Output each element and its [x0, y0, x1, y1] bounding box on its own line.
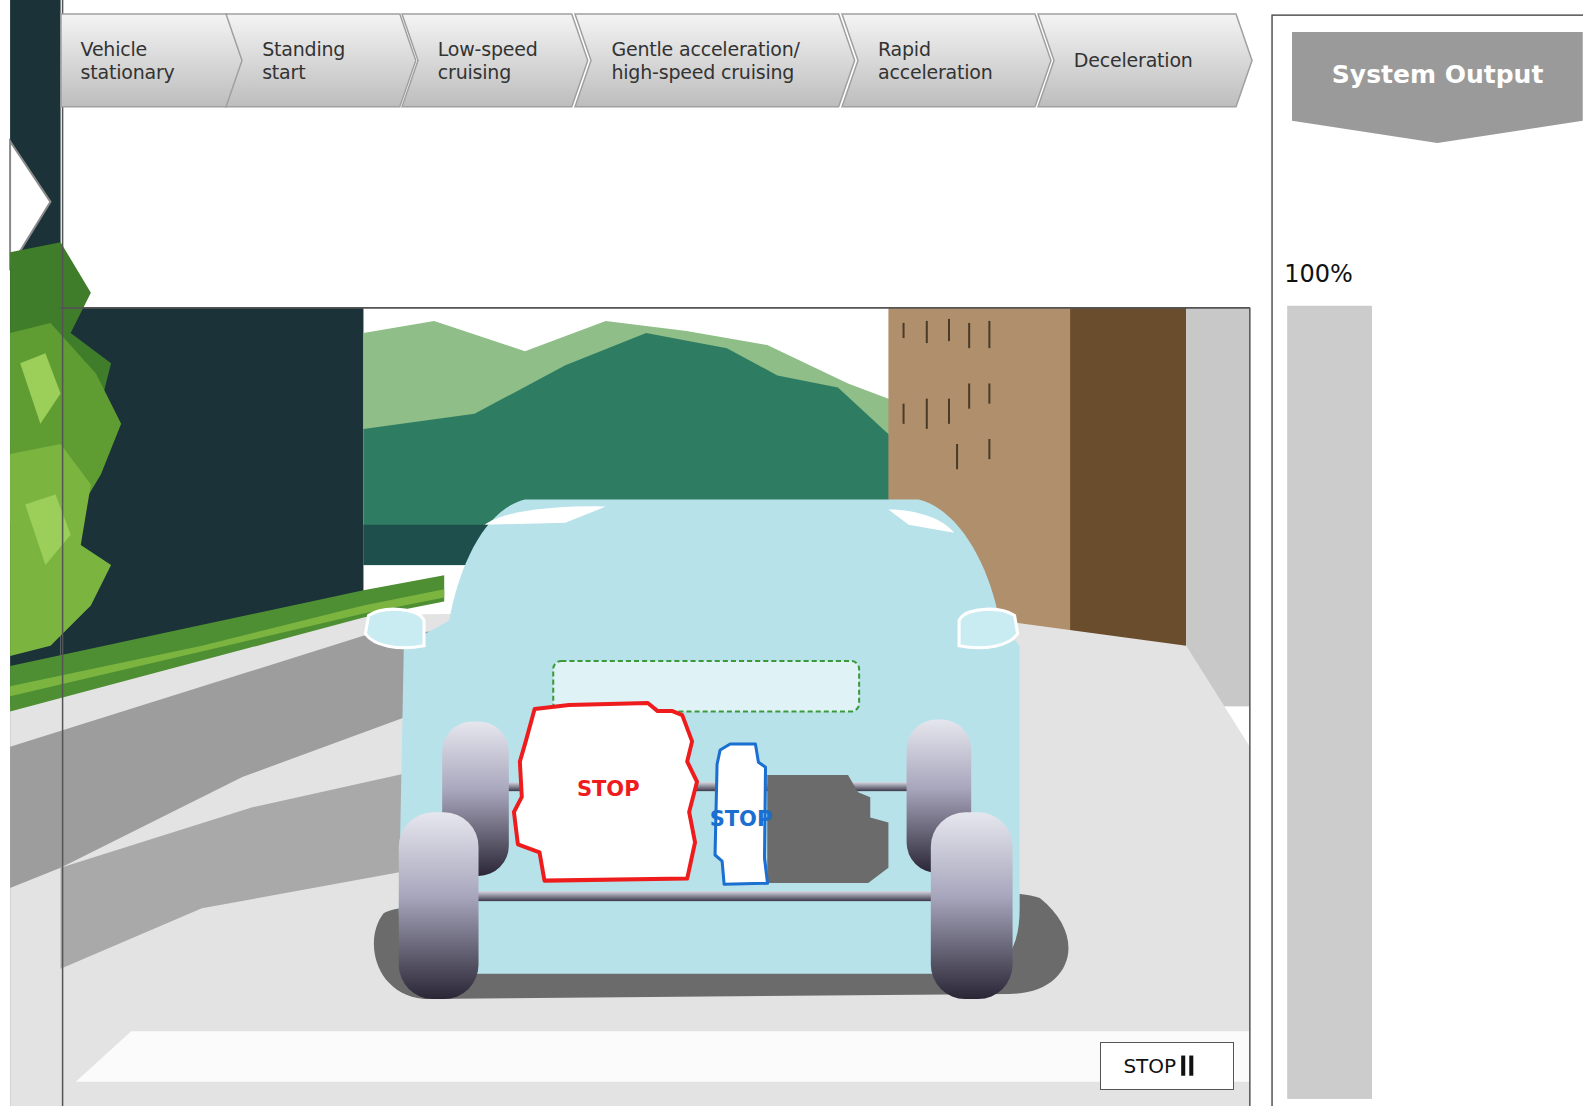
building-windows [968, 323, 970, 348]
output-panel [1272, 15, 1583, 1106]
stage-tab: Low-speed cruising [402, 14, 588, 107]
front-wheel [931, 812, 1013, 999]
building-windows [968, 383, 970, 408]
building-windows [903, 323, 905, 338]
hedge-highlight [10, 589, 444, 696]
side-mirror [959, 609, 1018, 648]
button-face [1100, 1042, 1233, 1089]
scene-border [1249, 308, 1251, 1106]
crosswalk-stripe [76, 1031, 1250, 1081]
tree-highlight [25, 494, 70, 565]
stage-tab: Vehicle stationary [61, 14, 243, 107]
tab-chevron [1038, 14, 1252, 107]
status-text: STOP [577, 777, 640, 801]
tree-leaves [10, 444, 111, 656]
tab-label: Gentle acceleration/ high-speed cruising [611, 38, 846, 84]
tab-label: Standing start [262, 38, 382, 84]
tab-label: Rapid acceleration [878, 38, 1038, 84]
status-text: STOP [710, 807, 773, 831]
output-bar [1287, 306, 1372, 1099]
building-windows [904, 319, 990, 469]
stage-tab: Rapid acceleration [842, 14, 1051, 107]
tab-chevron [61, 14, 243, 107]
building-windows [948, 399, 950, 424]
stage-tab: Standing start [226, 14, 416, 107]
tab-shape [226, 14, 416, 107]
tab-label: Vehicle stationary [81, 38, 211, 84]
scene-border [62, 0, 64, 1106]
motor-part: STOP [710, 742, 773, 888]
tab-chevron [402, 14, 588, 107]
scene-border [61, 307, 1250, 309]
hedge [10, 575, 444, 711]
engine-part: STOP [510, 701, 707, 888]
car [365, 500, 1019, 1000]
building-windows [926, 399, 928, 429]
battery [767, 775, 888, 883]
building-windows [988, 321, 990, 348]
front-axle [474, 891, 938, 901]
building-windows [988, 439, 990, 459]
percent-label: 100% [1284, 260, 1353, 288]
output-banner: System Output [1292, 32, 1583, 143]
building-shadow [1070, 308, 1186, 651]
front-wheel [399, 812, 479, 999]
tree-highlight [20, 353, 60, 424]
tab-chevron [842, 14, 1051, 107]
banner-arrow [1292, 32, 1583, 143]
pause-bar [1189, 1056, 1193, 1076]
wall [1186, 308, 1250, 707]
pause-bar [1181, 1056, 1185, 1076]
stage-tab: Deceleration [1038, 14, 1252, 107]
building-windows [948, 319, 950, 341]
tab-label: Deceleration [1074, 49, 1249, 72]
windshield-glint [485, 506, 606, 525]
building-windows [956, 444, 958, 469]
building-windows [903, 404, 905, 424]
stage-tab: Gentle acceleration/ high-speed cruising [575, 14, 855, 107]
stop-button: STOP [1100, 1042, 1233, 1089]
windshield-glint [888, 510, 954, 533]
engine-outline [514, 703, 697, 881]
tab-chevron [226, 14, 416, 107]
tab-label: Low-speed cruising [438, 38, 568, 84]
button-label: STOP [1123, 1054, 1176, 1078]
banner-title: System Output [1332, 60, 1544, 89]
scene-border [61, 307, 1250, 309]
car-body [399, 500, 1020, 974]
road-surface [10, 605, 1250, 1106]
tab-chevron [575, 14, 855, 107]
building-windows [988, 383, 990, 403]
side-mirror [365, 609, 424, 648]
building-windows [926, 321, 928, 343]
